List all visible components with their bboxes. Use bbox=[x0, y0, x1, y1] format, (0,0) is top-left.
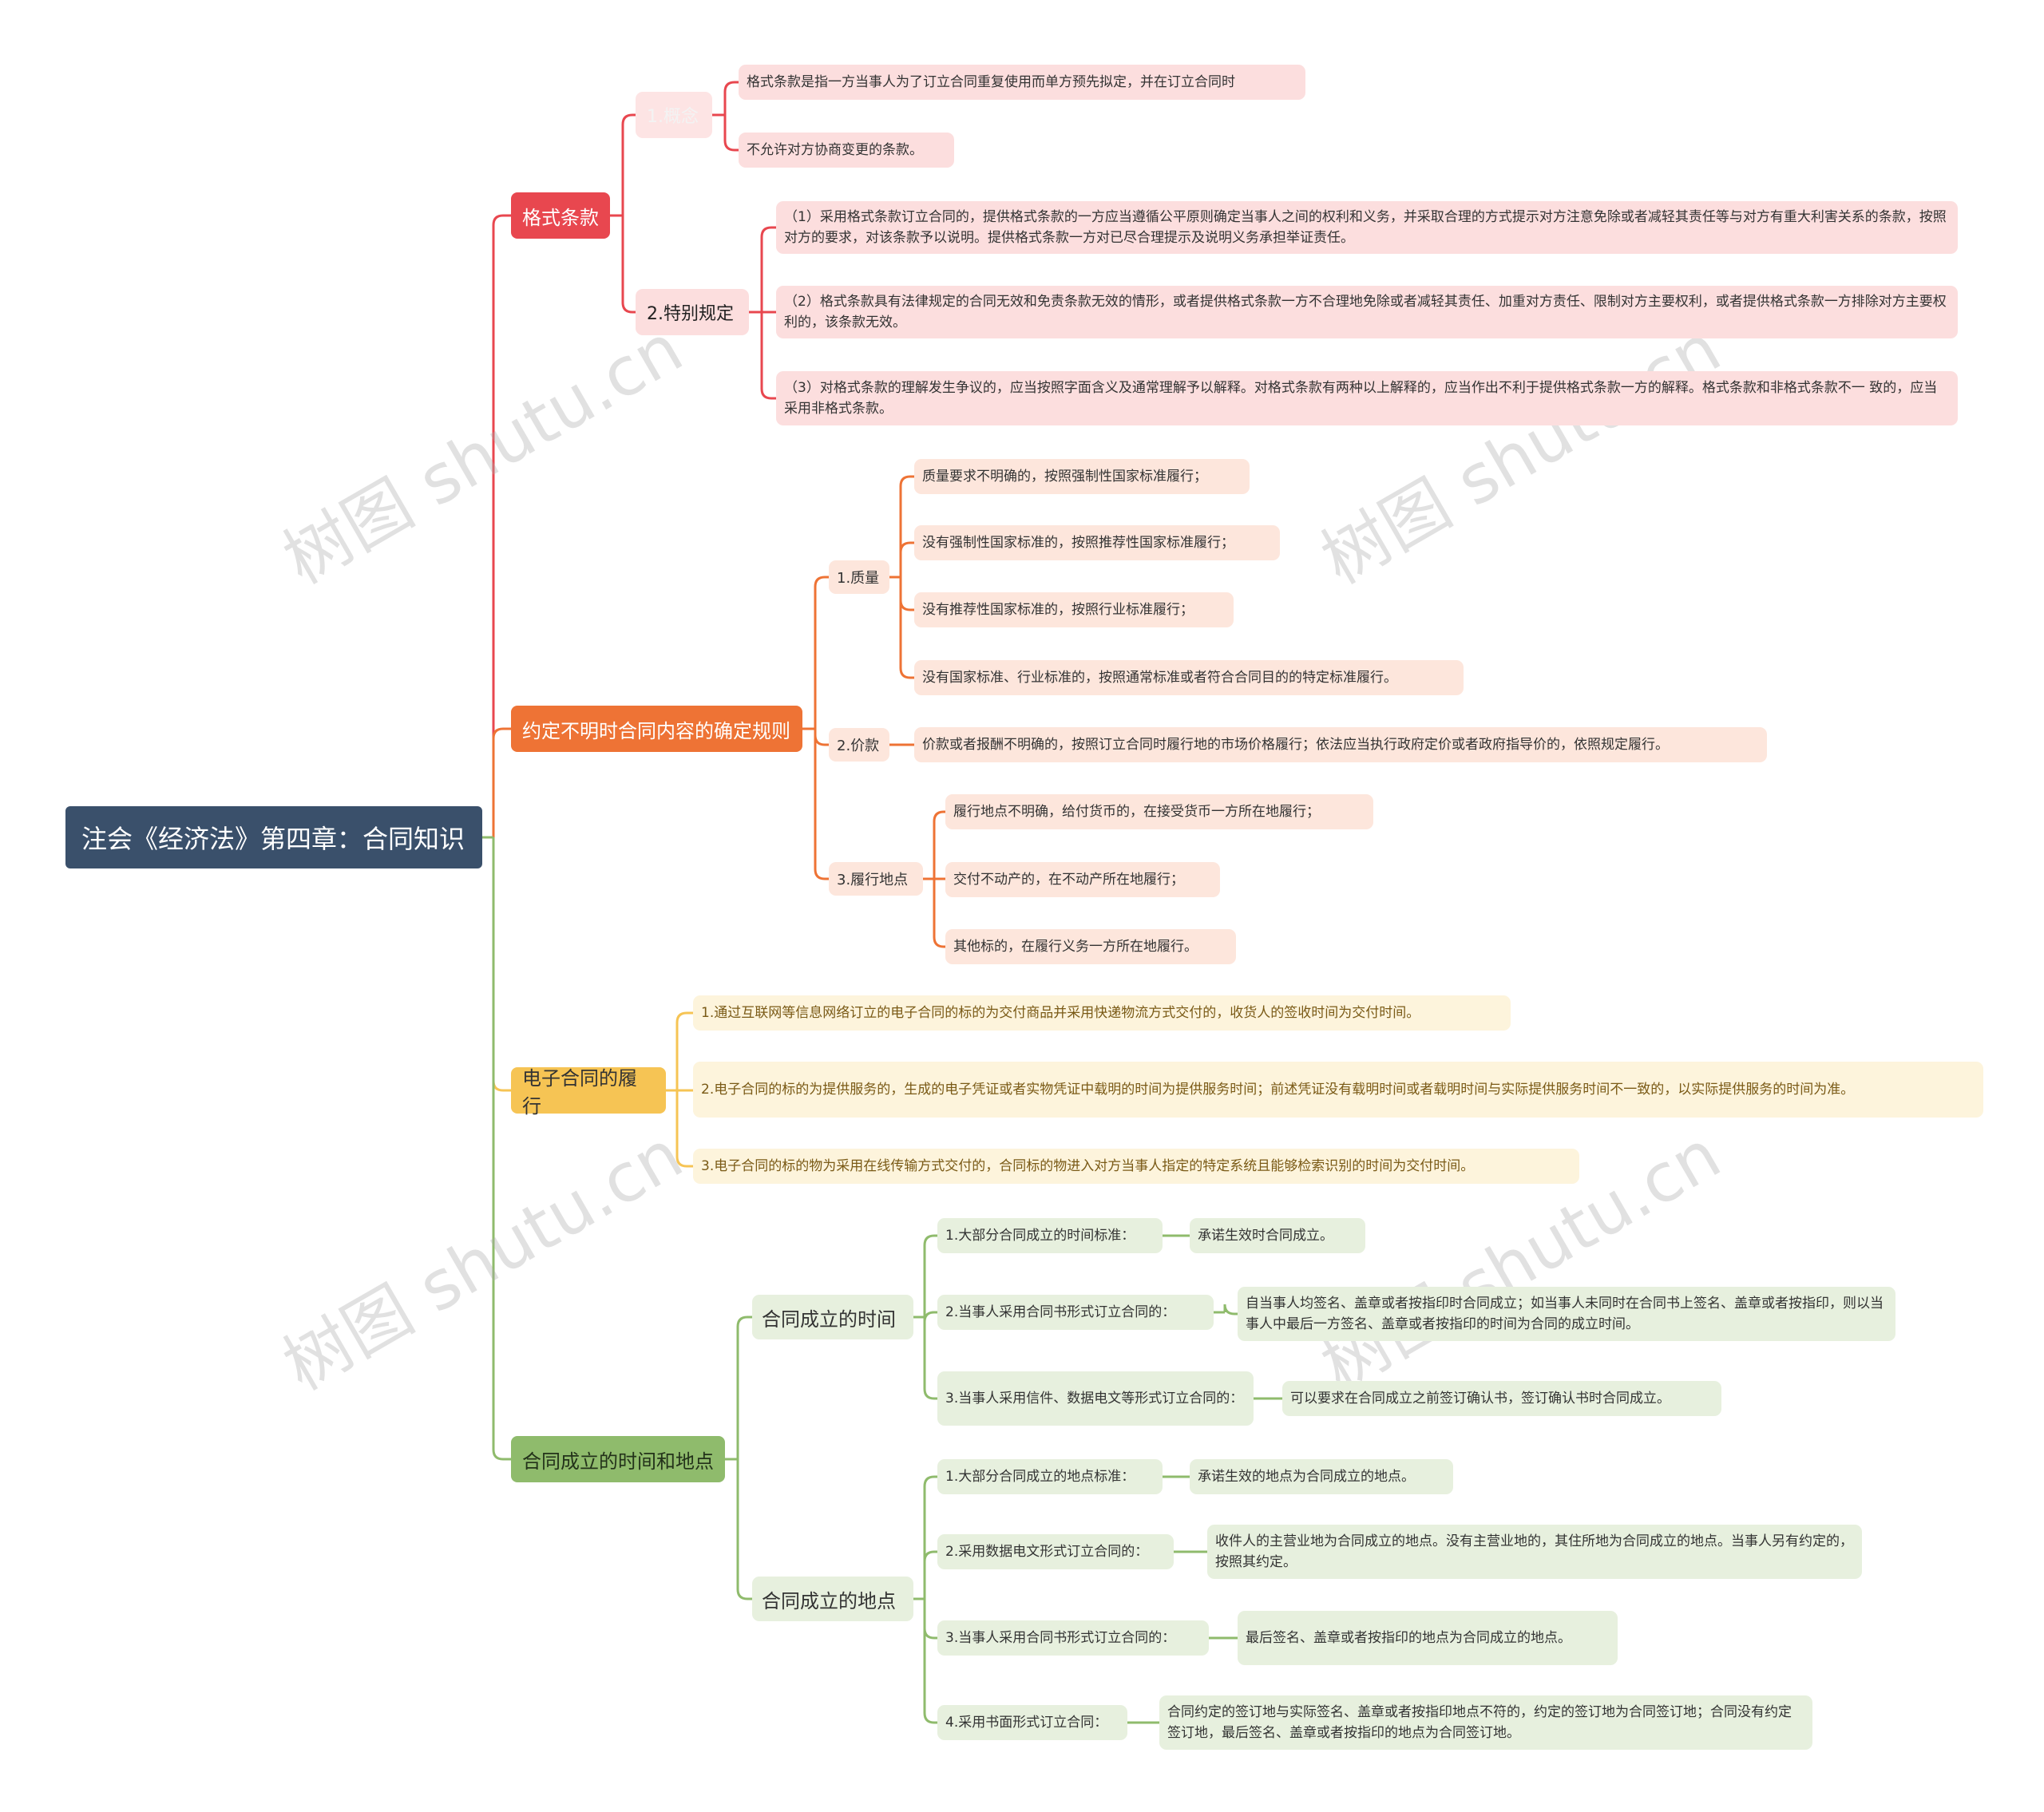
leaf-special-1[interactable]: （1）采用格式条款订立合同的，提供格式条款的一方应当遵循公平原则确定当事人之间的… bbox=[776, 201, 1958, 254]
leaf-concept-2[interactable]: 不允许对方协商变更的条款。 bbox=[739, 133, 954, 168]
leaf-concept-1[interactable]: 格式条款是指一方当事人为了订立合同重复使用而单方预先拟定，并在订立合同时 bbox=[739, 65, 1305, 100]
topic-formation-time[interactable]: 合同成立的时间 bbox=[752, 1295, 913, 1339]
place-value-4[interactable]: 合同约定的签订地与实际签名、盖章或者按指印地点不符的，约定的签订地为合同签订地；… bbox=[1159, 1695, 1812, 1750]
leaf-electronic-3[interactable]: 3.电子合同的标的物为采用在线传输方式交付的，合同标的物进入对方当事人指定的特定… bbox=[693, 1149, 1579, 1184]
topic-price[interactable]: 2.价款 bbox=[829, 728, 889, 762]
leaf-quality-4[interactable]: 没有国家标准、行业标准的，按照通常标准或者符合合同目的的特定标准履行。 bbox=[914, 660, 1464, 695]
root-topic[interactable]: 注会《经济法》第四章：合同知识 bbox=[65, 806, 482, 868]
time-value-2[interactable]: 自当事人均签名、盖章或者按指印时合同成立；如当事人未同时在合同书上签名、盖章或者… bbox=[1238, 1287, 1895, 1341]
topic-concept[interactable]: 1.概念 bbox=[636, 92, 712, 138]
place-key-4[interactable]: 4.采用书面形式订立合同： bbox=[937, 1705, 1127, 1740]
connector-line bbox=[666, 1011, 693, 1168]
topic-special-rules[interactable]: 2.特别规定 bbox=[636, 289, 749, 335]
topic-formation-place[interactable]: 合同成立的地点 bbox=[752, 1577, 913, 1621]
connector-line bbox=[1214, 1304, 1238, 1315]
connector-line bbox=[482, 727, 511, 839]
leaf-special-2[interactable]: （2）格式条款具有法律规定的合同无效和免责条款无效的情形，或者提供格式条款一方不… bbox=[776, 286, 1958, 338]
branch-electronic-contract[interactable]: 电子合同的履行 bbox=[511, 1067, 666, 1118]
branch-contract-formation[interactable]: 合同成立的时间和地点 bbox=[511, 1436, 725, 1482]
topic-place-performance[interactable]: 3.履行地点 bbox=[829, 862, 923, 896]
leaf-special-3[interactable]: （3）对格式条款的理解发生争议的，应当按照字面含义及通常理解予以解释。对格式条款… bbox=[776, 371, 1958, 425]
time-key-1[interactable]: 1.大部分合同成立的时间标准： bbox=[937, 1218, 1163, 1253]
connector-line bbox=[749, 226, 776, 400]
leaf-price-1[interactable]: 价款或者报酬不明确的，按照订立合同时履行地的市场价格履行；依法应当执行政府定价或… bbox=[914, 727, 1767, 762]
leaf-electronic-1[interactable]: 1.通过互联网等信息网络订立的电子合同的标的为交付商品并采用快递物流方式交付的，… bbox=[693, 995, 1511, 1031]
connector-line bbox=[923, 810, 945, 948]
connector-line bbox=[482, 836, 511, 1461]
place-key-1[interactable]: 1.大部分合同成立的地点标准： bbox=[937, 1459, 1163, 1494]
place-value-3[interactable]: 最后签名、盖章或者按指印的地点为合同成立的地点。 bbox=[1238, 1611, 1618, 1665]
branch-format-clause[interactable]: 格式条款 bbox=[511, 192, 610, 239]
place-key-2[interactable]: 2.采用数据电文形式订立合同的： bbox=[937, 1534, 1174, 1569]
leaf-quality-1[interactable]: 质量要求不明确的，按照强制性国家标准履行； bbox=[914, 459, 1250, 494]
time-key-3[interactable]: 3.当事人采用信件、数据电文等形式订立合同的： bbox=[937, 1371, 1254, 1426]
connector-line bbox=[913, 1475, 937, 1724]
connector-line bbox=[610, 113, 636, 314]
connector-line bbox=[482, 836, 511, 1092]
leaf-quality-3[interactable]: 没有推荐性国家标准的，按照行业标准履行； bbox=[914, 592, 1234, 627]
connector-line bbox=[725, 1315, 752, 1600]
connector-line bbox=[802, 576, 829, 880]
connector-line bbox=[712, 81, 739, 152]
branch-unclear-terms[interactable]: 约定不明时合同内容的确定规则 bbox=[511, 706, 802, 752]
connector-line bbox=[482, 214, 511, 839]
place-value-2[interactable]: 收件人的主营业地为合同成立的地点。没有主营业地的，其住所地为合同成立的地点。当事… bbox=[1207, 1525, 1862, 1579]
leaf-place-3[interactable]: 其他标的，在履行义务一方所在地履行。 bbox=[945, 929, 1236, 964]
leaf-electronic-2[interactable]: 2.电子合同的标的为提供服务的，生成的电子凭证或者实物凭证中载明的时间为提供服务… bbox=[693, 1062, 1983, 1118]
place-key-3[interactable]: 3.当事人采用合同书形式订立合同的： bbox=[937, 1620, 1209, 1656]
time-value-1[interactable]: 承诺生效时合同成立。 bbox=[1190, 1218, 1365, 1253]
topic-quality[interactable]: 1.质量 bbox=[829, 560, 889, 594]
connector-line bbox=[889, 475, 914, 679]
connector-line bbox=[913, 1234, 937, 1400]
leaf-place-1[interactable]: 履行地点不明确，给付货币的，在接受货币一方所在地履行； bbox=[945, 794, 1373, 829]
leaf-place-2[interactable]: 交付不动产的，在不动产所在地履行； bbox=[945, 862, 1220, 897]
leaf-quality-2[interactable]: 没有强制性国家标准的，按照推荐性国家标准履行； bbox=[914, 525, 1280, 560]
time-value-3[interactable]: 可以要求在合同成立之前签订确认书，签订确认书时合同成立。 bbox=[1282, 1381, 1721, 1416]
place-value-1[interactable]: 承诺生效的地点为合同成立的地点。 bbox=[1190, 1459, 1453, 1494]
time-key-2[interactable]: 2.当事人采用合同书形式订立合同的： bbox=[937, 1295, 1214, 1330]
